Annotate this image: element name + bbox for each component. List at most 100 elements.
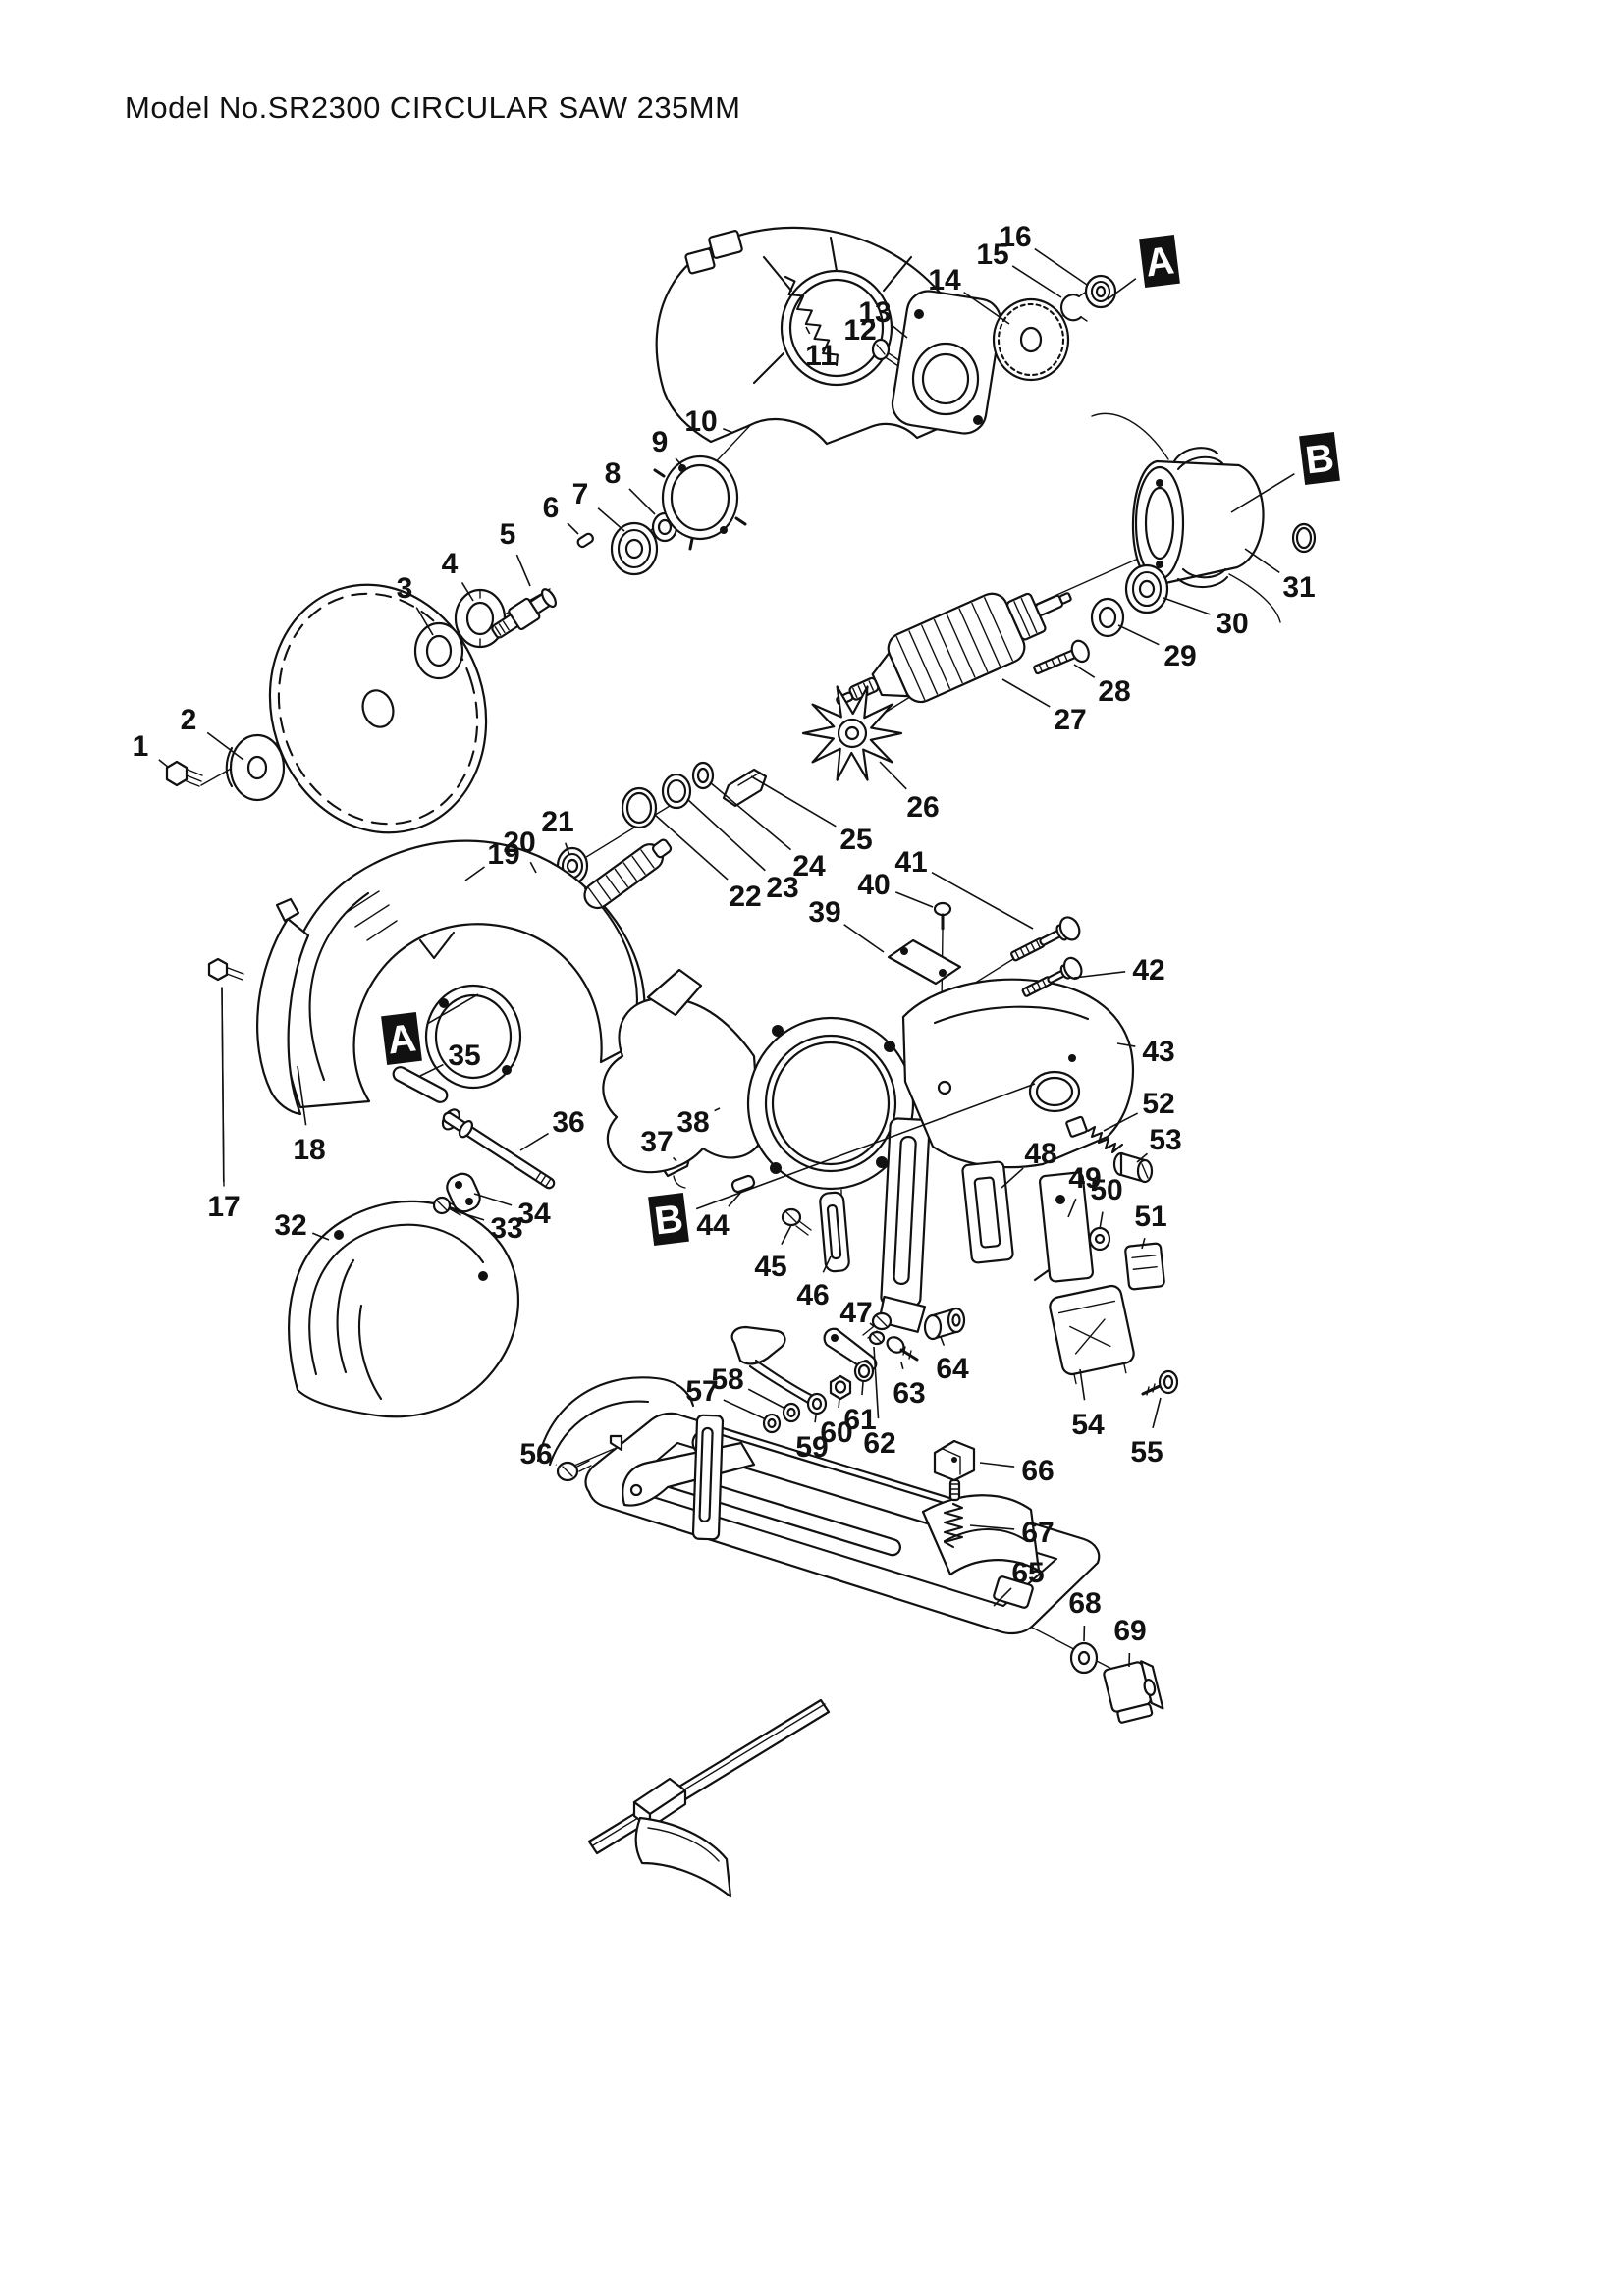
part-label-28: 28 — [1098, 675, 1130, 708]
screw-40 — [933, 901, 952, 931]
upright-plate — [691, 1414, 725, 1541]
marker-leader-A-0 — [1107, 278, 1137, 300]
leader-line-30 — [1163, 597, 1211, 615]
part-label-2: 2 — [181, 704, 197, 736]
motor-housing-43 — [901, 978, 1135, 1169]
part-label-38: 38 — [676, 1106, 709, 1139]
washer-57 — [762, 1413, 782, 1434]
part-label-54: 54 — [1071, 1409, 1105, 1441]
ring-22 — [621, 786, 658, 829]
leader-line-39 — [843, 924, 885, 953]
screw-63 — [886, 1336, 919, 1362]
part-label-29: 29 — [1163, 640, 1196, 672]
part-label-18: 18 — [293, 1134, 325, 1166]
washer-29 — [1090, 597, 1125, 638]
eyelet-61 — [853, 1360, 875, 1383]
bearing-16 — [1084, 274, 1117, 309]
marker-leader-B-3 — [695, 1083, 1036, 1210]
part-label-8: 8 — [605, 457, 622, 490]
leader-line-66 — [979, 1462, 1015, 1468]
bolt-41 — [1010, 916, 1081, 962]
bolt-42 — [1021, 956, 1083, 997]
leader-line-55 — [1152, 1397, 1162, 1428]
screw-12 — [871, 338, 901, 367]
section-marker-A-2: A — [381, 1011, 422, 1066]
leader-line-38 — [714, 1107, 721, 1112]
part-label-3: 3 — [397, 572, 413, 605]
svg-text:A: A — [1143, 239, 1176, 285]
leader-line-53 — [1136, 1152, 1149, 1163]
leader-line-28 — [1073, 664, 1096, 678]
screw-47 — [862, 1311, 893, 1339]
leader-line-17 — [221, 987, 225, 1183]
leader-line-59 — [814, 1415, 817, 1423]
spindle-5 — [491, 588, 557, 639]
lever-assembly — [730, 1325, 878, 1408]
part-label-22: 22 — [729, 881, 761, 913]
part-label-53: 53 — [1149, 1124, 1181, 1156]
part-label-37: 37 — [640, 1126, 673, 1158]
safety-cover-18 — [256, 897, 310, 1116]
leader-line-31 — [1244, 548, 1280, 574]
leader-line-2 — [206, 731, 244, 761]
bearing-30 — [1124, 563, 1169, 614]
part-label-61: 61 — [843, 1404, 876, 1436]
spring-67 — [943, 1502, 964, 1549]
part-label-40: 40 — [857, 869, 890, 901]
leader-line-33 — [452, 1209, 485, 1221]
leader-line-62 — [873, 1346, 880, 1419]
brush-cap-53 — [1112, 1151, 1154, 1184]
part-label-52: 52 — [1142, 1088, 1174, 1120]
leader-line-15 — [1011, 265, 1062, 298]
leader-line-47 — [869, 1322, 875, 1328]
leader-line-22 — [654, 814, 729, 881]
part-label-47: 47 — [839, 1297, 872, 1329]
part-label-62: 62 — [863, 1427, 895, 1460]
screw-33 — [432, 1196, 463, 1216]
svg-text:B: B — [1303, 436, 1336, 482]
leader-line-21 — [565, 842, 570, 856]
part-label-39: 39 — [808, 896, 840, 929]
leader-line-37 — [672, 1156, 677, 1162]
nut-60 — [829, 1374, 852, 1401]
screw-62 — [868, 1330, 886, 1346]
ball-bearing-7 — [610, 521, 659, 576]
part-label-27: 27 — [1054, 704, 1086, 736]
stator-31 — [1091, 412, 1281, 623]
part-label-33: 33 — [490, 1212, 522, 1245]
part-label-43: 43 — [1142, 1036, 1174, 1068]
part-label-68: 68 — [1068, 1587, 1101, 1620]
terminal-51 — [1124, 1242, 1165, 1291]
part-label-21: 21 — [541, 806, 573, 838]
plate-34 — [446, 1172, 481, 1213]
leader-line-40 — [894, 891, 934, 908]
section-marker-B-1: B — [1299, 431, 1340, 486]
part-label-51: 51 — [1134, 1201, 1166, 1233]
part-label-10: 10 — [684, 405, 717, 438]
part-label-65: 65 — [1011, 1557, 1044, 1589]
part-label-35: 35 — [448, 1040, 480, 1072]
part-label-16: 16 — [999, 221, 1031, 253]
part-label-17: 17 — [207, 1191, 240, 1223]
part-label-11: 11 — [805, 340, 837, 372]
part-label-55: 55 — [1130, 1436, 1163, 1468]
leader-line-26 — [879, 761, 907, 790]
pin-35 — [392, 1066, 449, 1103]
screw-55 — [1141, 1369, 1179, 1396]
rod-36 — [441, 1108, 556, 1190]
part-label-30: 30 — [1216, 608, 1248, 640]
leader-line-43 — [1116, 1042, 1136, 1047]
leader-line-18 — [297, 1065, 307, 1126]
marker-leader-B-1 — [1230, 472, 1295, 513]
spring-11 — [784, 275, 839, 367]
part-label-32: 32 — [274, 1209, 306, 1242]
part-label-15: 15 — [976, 239, 1008, 271]
part-label-48: 48 — [1024, 1138, 1056, 1170]
bearing-23 — [661, 773, 692, 810]
leader-line-13 — [893, 325, 908, 339]
leader-line-50 — [1099, 1211, 1104, 1230]
part-label-34: 34 — [517, 1198, 551, 1230]
leader-line-29 — [1117, 624, 1160, 646]
